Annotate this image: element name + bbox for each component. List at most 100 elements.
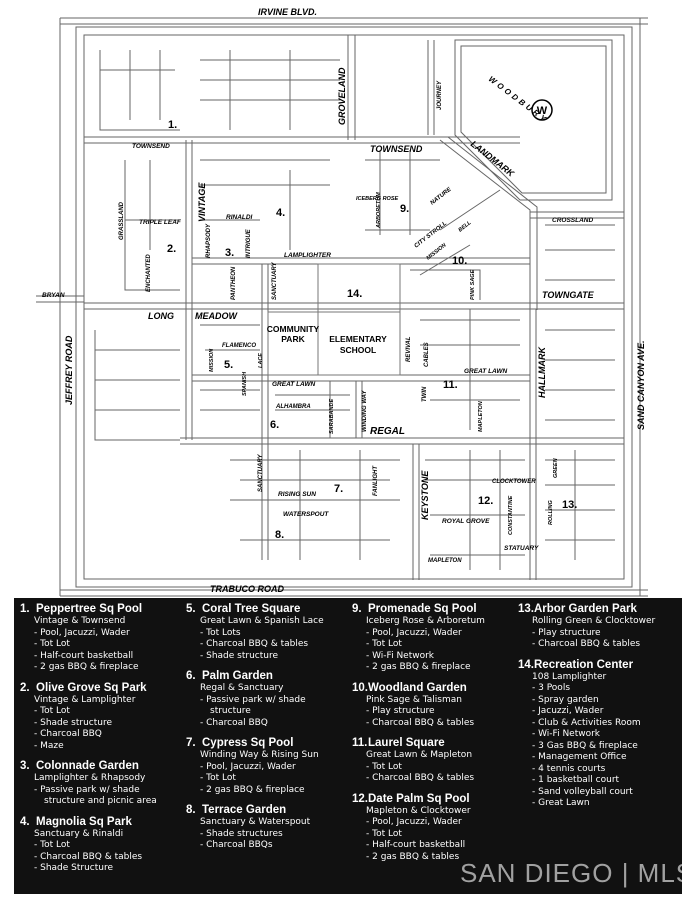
legend-amenity: Charcoal BBQ & tables <box>20 852 182 864</box>
legend-entry-title: 9.Promenade Sq Pool <box>352 602 514 616</box>
legend-amenity: Play structure <box>352 706 514 718</box>
park-marker-10: 10. <box>452 255 467 267</box>
legend-entry-number: 11. <box>352 737 368 749</box>
legend-amenity: Charcoal BBQ & tables <box>352 718 514 730</box>
legend-amenity: Jacuzzi, Wader <box>518 706 680 718</box>
street-sarabande: SARABANDE <box>329 399 335 434</box>
legend-entry-location: Iceberg Rose & Arboretum <box>366 616 485 626</box>
street-mapleton-right: MAPLETON <box>478 400 484 432</box>
legend-entry-number: 7. <box>186 737 196 749</box>
legend-entry-number: 13. <box>518 603 534 615</box>
street-mapleton-bottom: MAPLETON <box>428 558 462 564</box>
legend-entry-number: 8. <box>186 804 196 816</box>
legend-entry-location: Great Lawn & Spanish Lace <box>200 616 324 626</box>
legend-entry-name: Colonnade Garden <box>36 760 139 772</box>
legend-amenity: Charcoal BBQ & tables <box>352 773 514 785</box>
street-irvine-blvd: IRVINE BLVD. <box>258 7 317 17</box>
street-flamenco: FLAMENCO <box>222 343 256 349</box>
street-constantine: CONSTANTINE <box>508 495 514 535</box>
legend-entry-location: Lamplighter & Rhapsody <box>34 773 146 783</box>
legend-amenity: Sand volleyball court <box>518 787 680 799</box>
legend-entry-location: Pink Sage & Talisman <box>366 694 462 705</box>
community-park-label-1: COMMUNITY <box>267 324 320 334</box>
legend-amenity: 4 tennis courts <box>518 764 680 776</box>
park-marker-6: 6. <box>270 419 279 431</box>
street-groveland: GROVELAND <box>337 67 347 125</box>
legend-entry-location: Regal & Sanctuary <box>200 683 284 693</box>
street-townsend-left: TOWNSEND <box>132 143 170 150</box>
legend-amenity: 2 gas BBQ & fireplace <box>20 662 182 674</box>
street-clocktower: CLOCKTOWER <box>492 479 536 485</box>
neighborhood-map: W IRVINE BLVD. GROVELAND JOURNEY WOODBUR… <box>36 7 648 597</box>
woodbury-logo <box>531 99 553 121</box>
legend-amenity: Passive park w/ shade <box>20 785 182 797</box>
legend-amenity: structure <box>210 706 251 716</box>
legend-amenity: Pool, Jacuzzi, Wader <box>186 762 348 774</box>
street-rolling: ROLLING <box>548 500 554 525</box>
legend-entry-name: Terrace Garden <box>202 804 287 816</box>
street-enchanted: ENCHANTED <box>146 254 152 292</box>
park-marker-2: 2. <box>167 243 176 255</box>
street-grassland: GRASSLAND <box>119 201 125 240</box>
street-crossland: CROSSLAND <box>552 217 593 224</box>
street-twin: TWIN <box>422 386 428 402</box>
street-journey: JOURNEY <box>437 80 443 110</box>
legend-amenity: Tot Lot <box>20 706 182 718</box>
legend-entry-name: Woodland Garden <box>368 681 467 694</box>
street-keystone: KEYSTONE <box>420 470 430 520</box>
legend-amenity: Play structure <box>518 628 680 640</box>
legend-amenity: Pool, Jacuzzi, Wader <box>352 628 514 640</box>
street-rinaldi: RINALDI <box>226 214 253 221</box>
legend-amenity: Tot Lot <box>352 639 514 651</box>
street-vintage: VINTAGE <box>197 182 207 222</box>
park-marker-7: 7. <box>334 483 343 495</box>
street-pantheon: PANTHEON <box>231 266 237 300</box>
legend-entry-number: 5. <box>186 603 196 615</box>
elementary-school-label-1: ELEMENTARY <box>329 334 387 344</box>
mls-watermark: SAN DIEGO | MLS <box>460 858 682 888</box>
legend-entry-location: Winding Way & Rising Sun <box>200 750 319 760</box>
legend-entry-name: Olive Grove Sq Park <box>36 681 147 694</box>
community-park-label-2: PARK <box>281 334 305 344</box>
legend-amenity: Maze <box>20 741 182 753</box>
street-trabuco-road: TRABUCO ROAD <box>210 584 284 594</box>
street-great-lawn-left: GREAT LAWN <box>272 381 316 388</box>
street-fanlight: FANLIGHT <box>373 465 379 496</box>
legend-entry-title: 3.Colonnade Garden <box>20 759 182 773</box>
legend-amenity: Charcoal BBQ <box>186 718 348 730</box>
street-long: LONG <box>148 311 174 321</box>
legend-amenity: Charcoal BBQ <box>20 729 182 741</box>
legend-amenity: 2 gas BBQ & fireplace <box>186 785 348 797</box>
street-intrigue: INTRIGUE <box>246 228 252 258</box>
park-marker-4: 4. <box>276 207 285 219</box>
street-spanish: SPANISH <box>242 371 248 396</box>
legend-entry-title: 7. Cypress Sq Pool <box>186 736 348 750</box>
park-marker-9: 9. <box>400 203 409 215</box>
street-waterspout: WATERSPOUT <box>283 511 329 518</box>
legend-entry-number: 6. <box>186 670 196 682</box>
legend-entry-number: 2. <box>20 681 30 694</box>
street-cables: CABLES <box>424 342 430 367</box>
park-marker-11: 11. <box>443 379 458 391</box>
park-marker-1: 1. <box>168 119 177 131</box>
legend-amenity: Pool, Jacuzzi, Wader <box>352 817 514 829</box>
legend-amenity: Shade structure <box>186 651 348 663</box>
legend-amenity: 1 basketball court <box>518 775 680 787</box>
street-triple-leaf: TRIPLE LEAF <box>139 219 182 226</box>
legend-entry-name: Cypress Sq Pool <box>202 737 294 749</box>
legend-entry-location: Mapleton & Clocktower <box>366 805 471 816</box>
legend-amenity: Tot Lot <box>20 840 182 852</box>
legend-entry-location: Great Lawn & Mapleton <box>366 750 473 760</box>
legend-amenity: Tot Lots <box>186 628 348 640</box>
legend-entry-title: 4.Magnolia Sq Park <box>20 815 182 829</box>
street-regal: REGAL <box>370 426 405 437</box>
legend-entry-name: Laurel Square <box>368 737 445 749</box>
